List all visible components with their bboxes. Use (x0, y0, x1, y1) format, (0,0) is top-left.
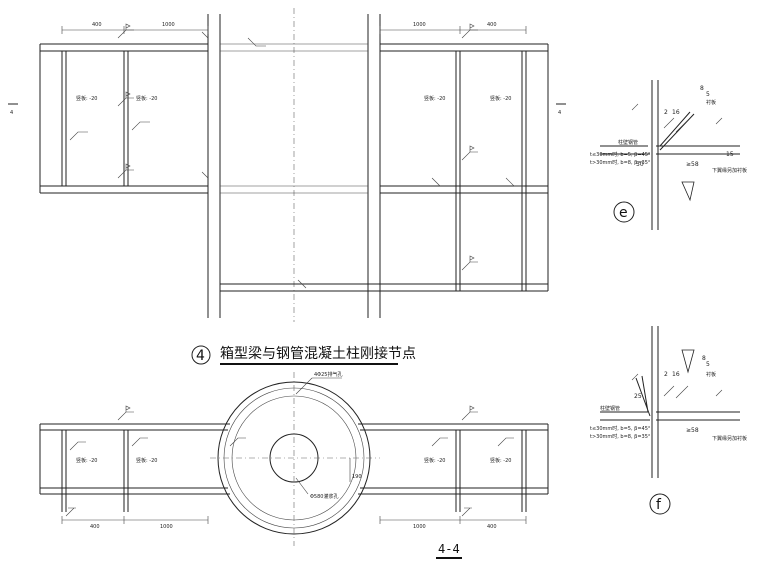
plan-weld-symbols (69, 23, 524, 289)
e-note-lining: 衬板 (706, 99, 716, 106)
plan-view: 400 1000 1000 400 竖板: -20 竖板: -20 竖板: -2… (8, 8, 566, 322)
e-note-lower: 下翼缘另加衬板 (712, 167, 747, 174)
section-weld-symbols (65, 405, 514, 517)
title-number: 4 (196, 348, 205, 364)
plan-web-label-3: 竖板: -20 (424, 95, 445, 102)
section-view: 400 1000 1000 400 竖板: -20 竖板: -20 竖板: -2… (39, 371, 549, 559)
e-mark-50: 50 (636, 161, 644, 168)
plan-web-label-4: 竖板: -20 (490, 95, 511, 102)
e-spec-2: t>30mm时, b=8, β=35° (590, 159, 651, 166)
f-note-lower: 下翼缘另加衬板 (712, 435, 747, 442)
e-mark-5: 5 (706, 91, 710, 98)
e-mark-15: 15 (726, 151, 734, 158)
main-title: 4 箱型梁与钢管混凝土柱刚接节点 (191, 345, 416, 365)
e-label: e (619, 205, 628, 221)
f-mark-5: 5 (706, 361, 710, 368)
e-spec-1: t≤30mm时, b=5, β=45° (590, 151, 651, 158)
f-mark-16: 16 (672, 371, 680, 378)
f-mark-58: ≥58 (686, 427, 699, 434)
dim-190: 190 (352, 474, 362, 480)
sec-web-label-2: 竖板: -20 (136, 457, 157, 464)
detail-e: 2 16 8 5 50 15 ≥58 衬板 柱壁钢管 下翼缘另加衬板 t≤30m… (590, 80, 747, 230)
plan-web-label-2: 竖板: -20 (136, 95, 157, 102)
e-mark-16: 16 (672, 109, 680, 116)
plan-dim-left-1: 400 (92, 22, 102, 28)
e-mark-8: 8 (700, 85, 704, 92)
sec-web-label-4: 竖板: -20 (490, 457, 511, 464)
f-mark-8: 8 (702, 355, 706, 362)
section-mark-left: 4 (10, 110, 13, 116)
plan-dim-left-2: 1000 (162, 22, 175, 28)
sec-web-label-3: 竖板: -20 (424, 457, 445, 464)
sec-dim-left-1: 400 (90, 524, 100, 530)
sec-web-label-1: 竖板: -20 (76, 457, 97, 464)
f-label: f (656, 497, 662, 513)
title-text: 箱型梁与钢管混凝土柱刚接节点 (220, 345, 416, 362)
detail-f: 2 16 8 5 25 ≥58 衬板 柱壁钢管 下翼缘另加衬板 t≤30mm时,… (590, 326, 747, 515)
e-mark-58: ≥58 (686, 161, 699, 168)
plan-dim-right-2: 400 (487, 22, 497, 28)
inner-note: Φ580灌浆孔 (310, 493, 338, 500)
plan-dim-right-1: 1000 (413, 22, 426, 28)
hole-note: 4Φ25排气孔 (314, 371, 342, 378)
sec-dim-right-2: 400 (487, 524, 497, 530)
e-note-tube: 柱壁钢管 (618, 139, 638, 146)
section-label: 4-4 (438, 542, 460, 556)
plan-web-label-1: 竖板: -20 (76, 95, 97, 102)
f-mark-2: 2 (664, 371, 668, 378)
sec-dim-right-1: 1000 (413, 524, 426, 530)
f-mark-25: 25 (634, 393, 642, 400)
f-spec-2: t>30mm时, b=8, β=35° (590, 433, 651, 440)
f-note-tube: 柱壁钢管 (600, 405, 620, 412)
e-mark-2: 2 (664, 109, 668, 116)
section-mark-right: 4 (558, 110, 561, 116)
f-note-lining: 衬板 (706, 371, 716, 378)
f-spec-1: t≤30mm时, b=5, β=45° (590, 425, 651, 432)
sec-dim-left-2: 1000 (160, 524, 173, 530)
